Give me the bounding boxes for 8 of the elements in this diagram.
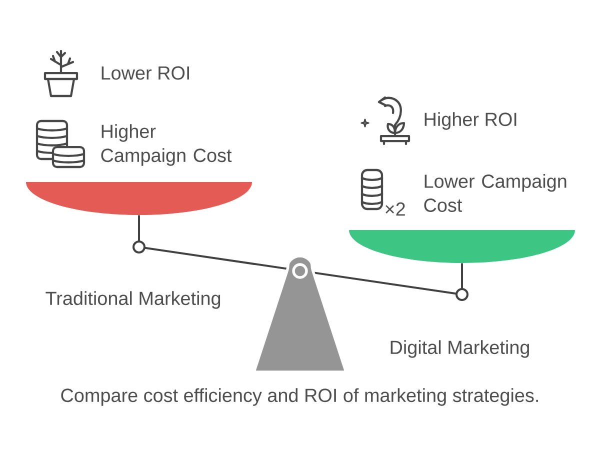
outcome-label: Lower Campaign Cost: [424, 174, 566, 212]
pan-label: Traditional Marketing: [46, 291, 220, 309]
outcome-label: Lower ROI: [102, 66, 189, 80]
outcome-label: Higher ROI: [424, 112, 516, 130]
caption: Compare cost efficiency and ROI of marketing strategies.: [61, 388, 538, 406]
quantity-label: ×2: [386, 202, 405, 216]
outcome-label: Higher Campaign Cost: [101, 124, 232, 166]
pan-label: Digital Marketing: [390, 340, 529, 358]
